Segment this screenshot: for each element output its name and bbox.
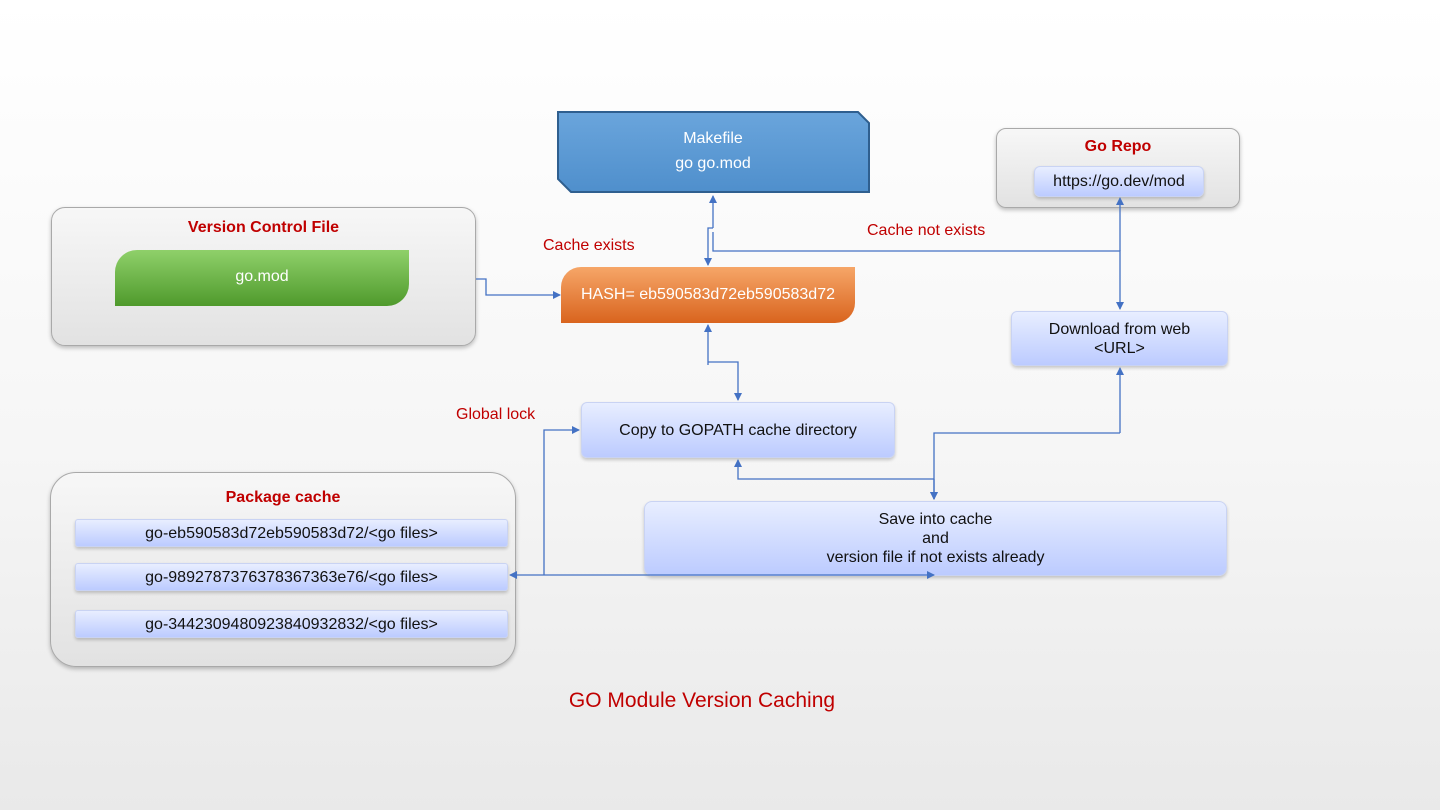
makefile-command: go go.mod: [675, 155, 751, 172]
cache-exists-label: Cache exists: [543, 237, 635, 254]
connector-global-lock: [543, 426, 580, 575]
package-cache-panel: Package cache go-eb590583d72eb590583d72/…: [50, 472, 516, 667]
connector-copy-save: [734, 459, 934, 480]
package-cache-item[interactable]: go-eb590583d72eb590583d72/<go files>: [75, 519, 508, 547]
package-cache-title: Package cache: [225, 489, 341, 506]
connector-gomod-hash: [476, 278, 561, 299]
connector-makefile-hash: [704, 227, 713, 266]
save-into-cache-box: Save into cache and version file if not …: [644, 501, 1227, 576]
download-box: Download from web <URL>: [1011, 311, 1228, 366]
hash-box: HASH= eb590583d72eb590583d72: [561, 267, 855, 323]
go-repo-title: Go Repo: [1084, 138, 1152, 155]
diagram-caption: GO Module Version Caching: [568, 689, 836, 712]
version-control-title: Version Control File: [187, 219, 340, 236]
makefile-box: Makefile go go.mod: [557, 111, 870, 193]
gomod-file[interactable]: go.mod: [115, 250, 409, 306]
global-lock-label: Global lock: [456, 406, 536, 423]
go-repo-url[interactable]: https://go.dev/mod: [1034, 166, 1204, 197]
cache-not-exists-label: Cache not exists: [867, 222, 986, 239]
copy-to-gopath-box: Copy to GOPATH cache directory: [581, 402, 895, 458]
package-cache-item[interactable]: go-9892787376378367363e76/<go files>: [75, 563, 508, 591]
makefile-title: Makefile: [683, 130, 743, 147]
package-cache-item[interactable]: go-344230948092384093283​2/<go files>: [75, 610, 508, 638]
go-repo-panel: Go Repo https://go.dev/mod: [996, 128, 1240, 208]
connector-cache-not-exists: [712, 232, 1124, 310]
version-control-panel: Version Control File go.mod: [51, 207, 476, 346]
